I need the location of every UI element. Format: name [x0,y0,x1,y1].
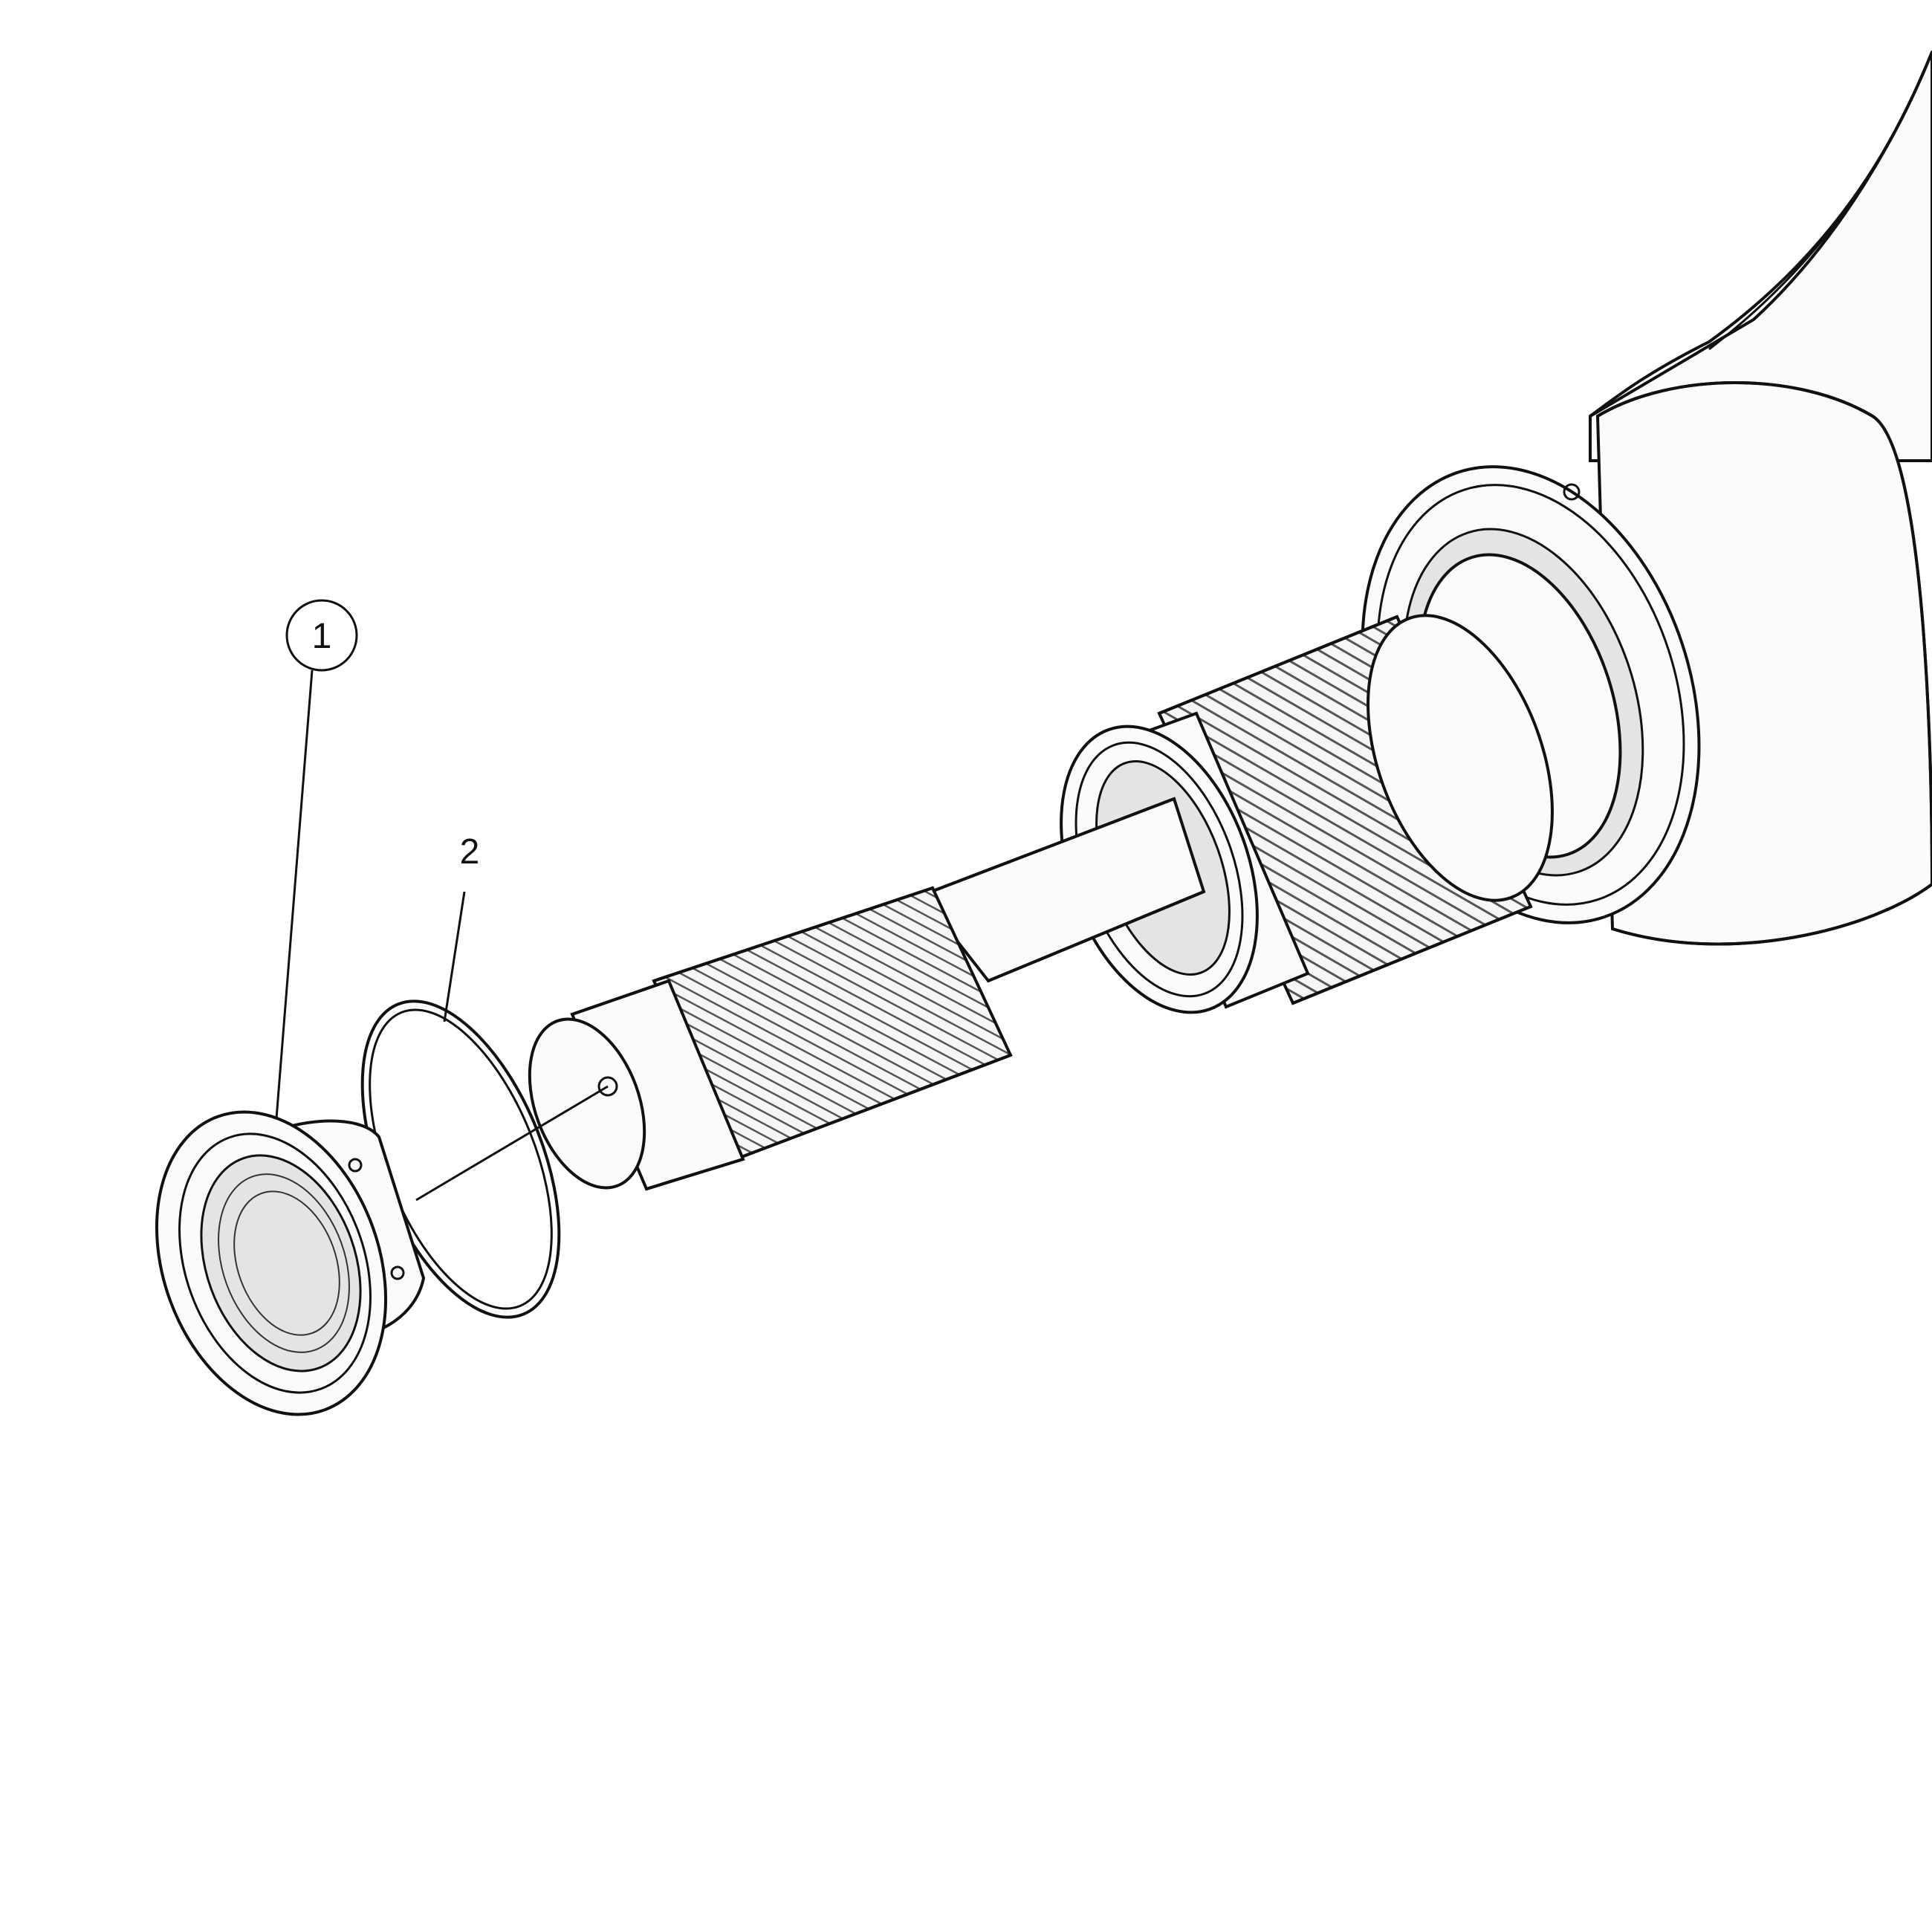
shaft-end [528,979,745,1191]
callout-2-leader [443,891,466,1022]
callout-1-label: 1 [312,617,332,656]
callout-2: 2 [443,832,480,1022]
callout-1-circle [285,599,358,672]
callout-2-label: 2 [460,832,480,872]
callout-1: 1 [275,599,358,1119]
callout-1-leader [275,670,314,1119]
shaft [918,797,1206,983]
assembly-axis-line [415,1085,609,1202]
threaded-nut [155,1110,426,1416]
